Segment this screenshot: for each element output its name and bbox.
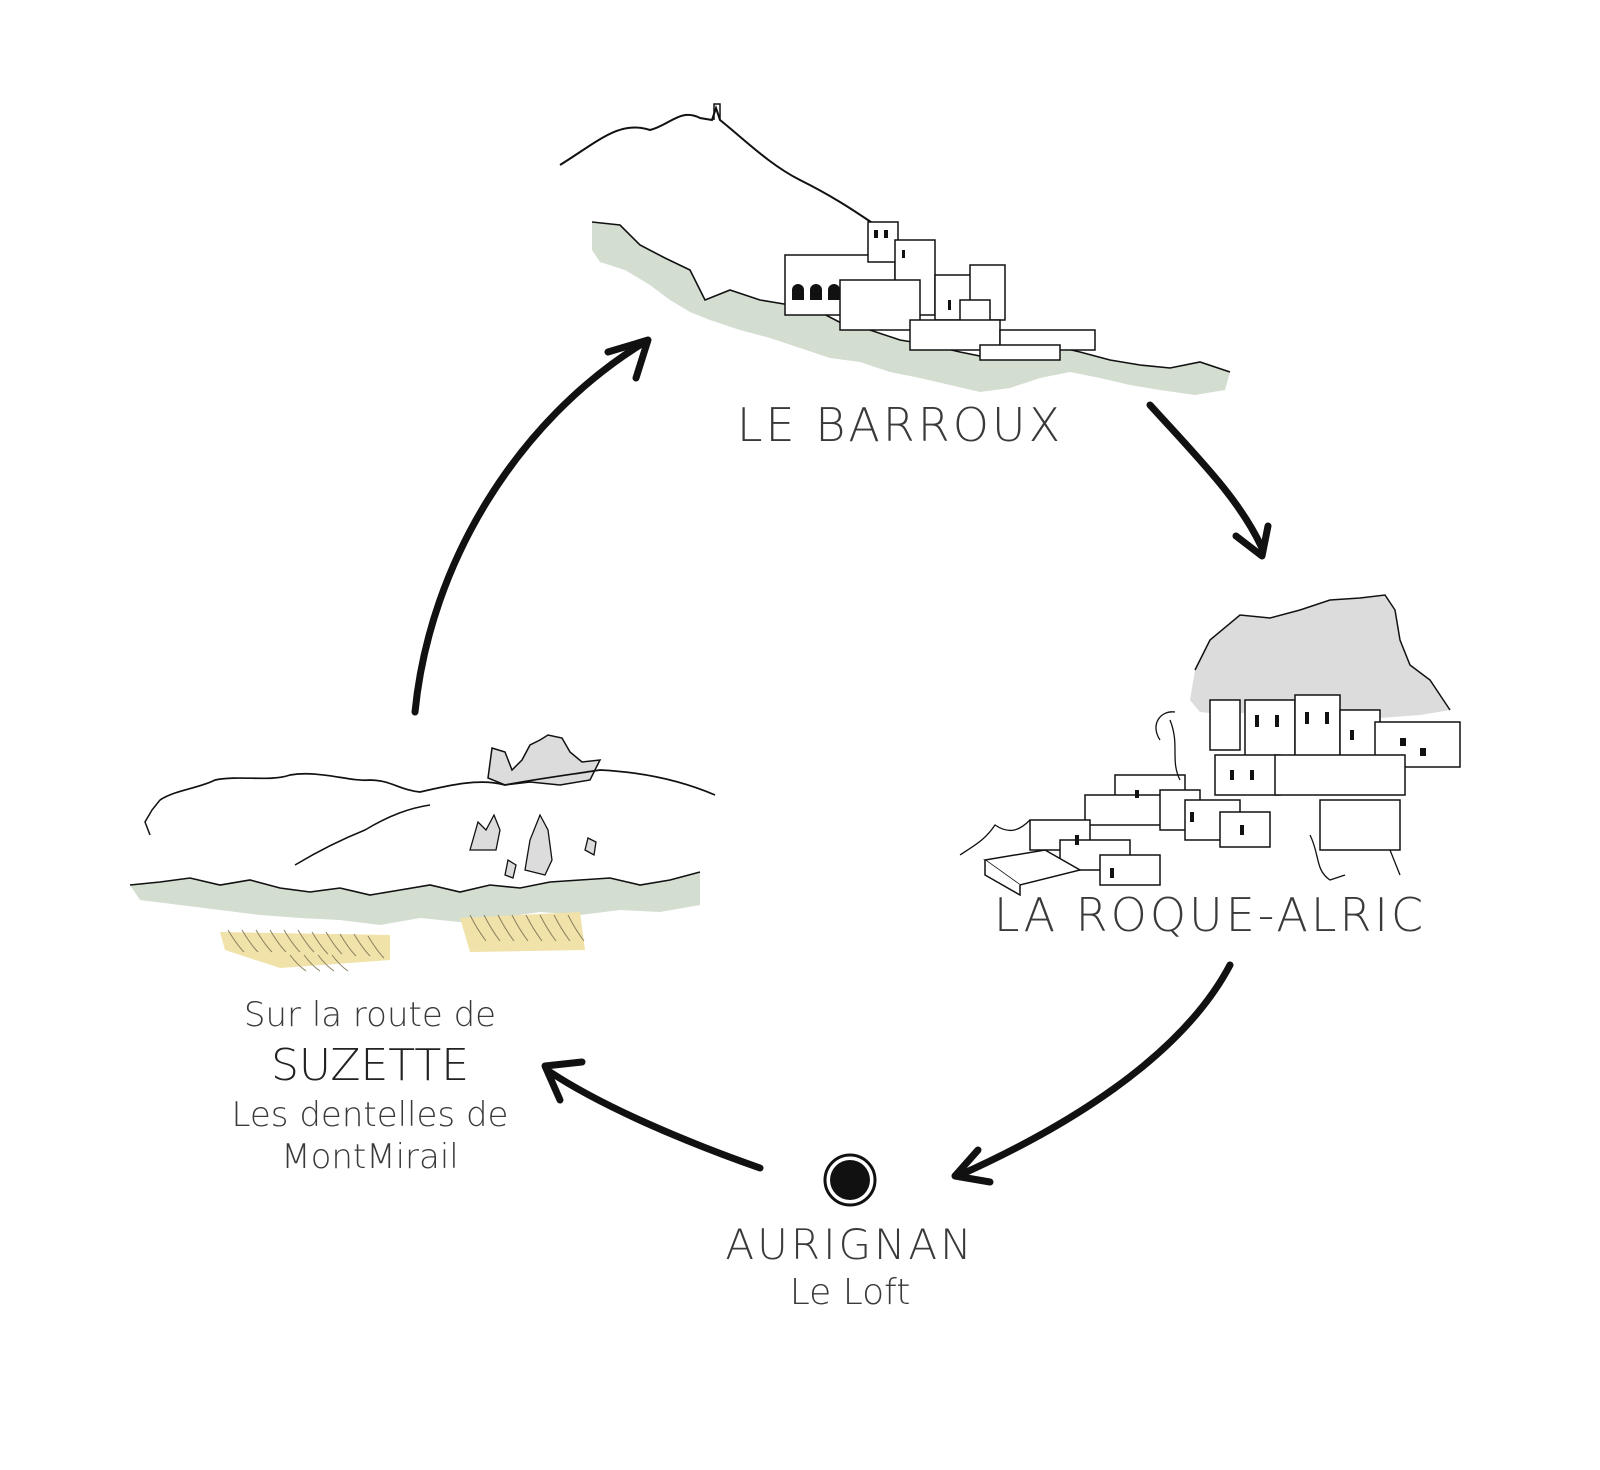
suzette-back-ridge: [159, 769, 716, 801]
barroux-hill-outline: [591, 221, 1231, 373]
suzette-green-outline: [129, 871, 701, 896]
barroux-illustration: [559, 103, 1231, 395]
arrow-suzette-to-barroux: [411, 341, 644, 716]
label-le-loft: Le Loft: [789, 1272, 911, 1313]
arrow-aurignan-to-suzette: [546, 1068, 764, 1172]
label-aurignan: AURIGNAN: [725, 1220, 975, 1269]
roque-windows: [1075, 712, 1426, 878]
roque-village: [983, 694, 1461, 897]
vineyard-rows: [220, 912, 585, 972]
label-le-barroux: LE BARROUX: [736, 398, 1064, 452]
suzette-mid-ridge: [294, 804, 431, 866]
castle-windows: [792, 230, 951, 310]
label-dentelles: Les dentelles de: [231, 1095, 509, 1135]
barroux-hill-band: [592, 222, 1230, 395]
arrowhead-barroux: [604, 336, 652, 382]
dentelles-spikes: [469, 813, 597, 879]
arrow-barroux-to-roque: [1146, 401, 1266, 552]
arrowhead-suzette: [541, 1058, 586, 1104]
summit-tower: [713, 103, 721, 120]
label-montmirail: MontMirail: [281, 1137, 459, 1177]
barroux-castle: [784, 221, 1096, 361]
dentelles-rocks: [487, 734, 602, 786]
suzette-green-band: [130, 872, 700, 925]
label-la-roque-alric: LA ROQUE-ALRIC: [993, 888, 1427, 942]
roque-foliage: [959, 711, 1401, 881]
label-suzette-intro: Sur la route de: [243, 995, 497, 1035]
roque-rock-mass: [1190, 595, 1450, 718]
label-suzette: SUZETTE: [270, 1040, 470, 1091]
arrow-roque-to-aurignan: [956, 961, 1234, 1179]
mountain-ridge: [559, 104, 881, 229]
roque-rock-outline: [1194, 594, 1451, 711]
arrowhead-roque: [1232, 522, 1272, 560]
route-arrows: [411, 336, 1272, 1186]
arrowhead-aurignan: [951, 1146, 994, 1186]
suzette-illustration: [129, 734, 716, 972]
aurignan-location-marker: [823, 1153, 877, 1207]
roque-illustration: [959, 594, 1461, 897]
suzette-left-edge: [144, 799, 161, 836]
